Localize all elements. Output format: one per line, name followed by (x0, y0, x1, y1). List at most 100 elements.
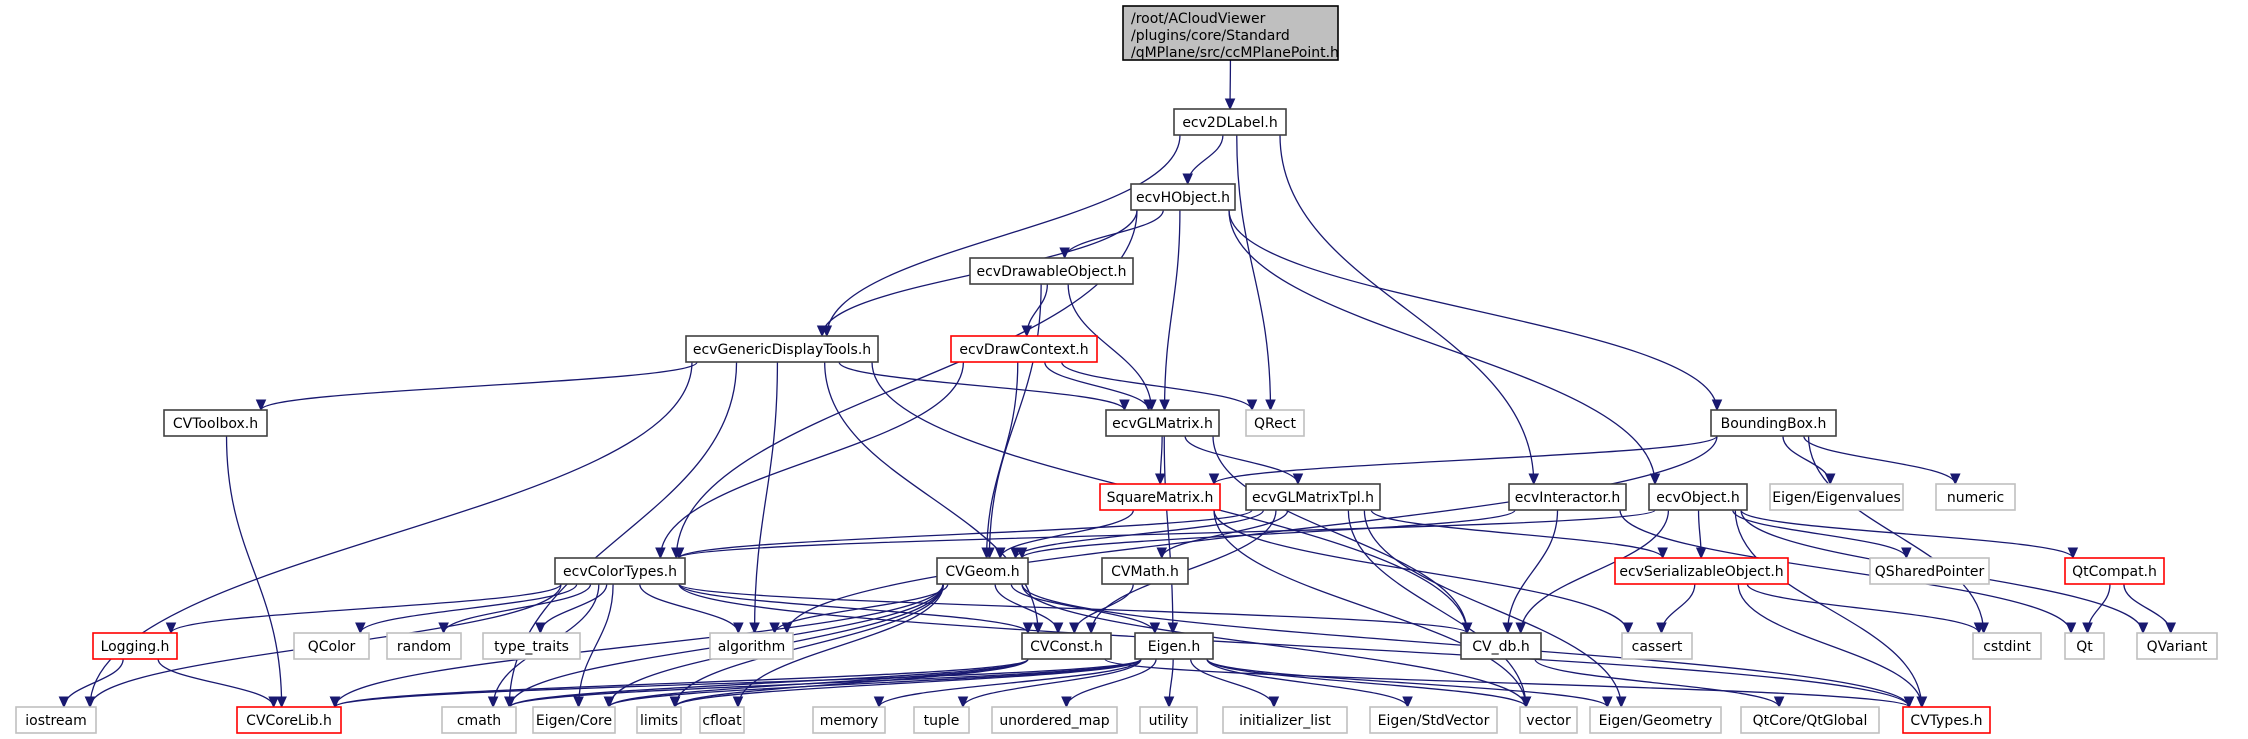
node-algorithm[interactable]: algorithm (709, 632, 794, 660)
node-box[interactable] (1614, 557, 1789, 585)
node-box[interactable] (2064, 632, 2105, 660)
node-numeric[interactable]: numeric (1935, 483, 2016, 511)
node-box[interactable] (1972, 632, 2042, 660)
node-eigen-h[interactable]: Eigen.h (1134, 632, 1214, 660)
node-box[interactable] (441, 706, 517, 734)
node-memory[interactable]: memory (812, 706, 886, 734)
node-box[interactable] (554, 557, 686, 585)
node-cvconst-h[interactable]: CVConst.h (1021, 632, 1112, 660)
node-ecvglmatrixtpl-h[interactable]: ecvGLMatrixTpl.h (1245, 483, 1381, 511)
node-box[interactable] (1589, 706, 1722, 734)
node-box[interactable] (236, 706, 342, 734)
node-logging-h[interactable]: Logging.h (92, 632, 178, 660)
node-box[interactable] (1122, 5, 1339, 61)
node-box[interactable] (1369, 706, 1498, 734)
node-initializer-list[interactable]: initializer_list (1222, 706, 1348, 734)
node-utility[interactable]: utility (1139, 706, 1198, 734)
node-box[interactable] (936, 557, 1029, 585)
node-ecvinteractor-h[interactable]: ecvInteractor.h (1508, 483, 1627, 511)
node-cstdint[interactable]: cstdint (1972, 632, 2042, 660)
node-cv-db-h[interactable]: CV_db.h (1460, 632, 1542, 660)
node-ecvdrawcontext-h[interactable]: ecvDrawContext.h (950, 335, 1098, 363)
node-box[interactable] (1519, 706, 1578, 734)
node-tuple[interactable]: tuple (913, 706, 970, 734)
node-cvgeom-h[interactable]: CVGeom.h (936, 557, 1029, 585)
node-cfloat[interactable]: cfloat (699, 706, 745, 734)
node-qmplane-src-ccmplanepoint-h[interactable]: /root/ACloudViewer/plugins/core/Standard… (1122, 5, 1339, 61)
node-box[interactable] (1173, 108, 1287, 136)
node-box[interactable] (1902, 706, 1991, 734)
node-qsharedpointer[interactable]: QSharedPointer (1869, 557, 1990, 585)
node-box[interactable] (1222, 706, 1348, 734)
node-box[interactable] (1935, 483, 2016, 511)
node-unordered-map[interactable]: unordered_map (991, 706, 1118, 734)
node-cvcorelib-h[interactable]: CVCoreLib.h (236, 706, 342, 734)
node-ecvhobject-h[interactable]: ecvHObject.h (1130, 183, 1236, 211)
node-box[interactable] (812, 706, 886, 734)
node-qcolor[interactable]: QColor (293, 632, 370, 660)
node-cassert[interactable]: cassert (1621, 632, 1693, 660)
node-box[interactable] (1621, 632, 1693, 660)
node-iostream[interactable]: iostream (15, 706, 97, 734)
node-box[interactable] (1710, 409, 1837, 437)
node-box[interactable] (163, 409, 268, 437)
node-box[interactable] (1769, 483, 1904, 511)
node-box[interactable] (1105, 409, 1220, 437)
node-box[interactable] (293, 632, 370, 660)
node-qvariant[interactable]: QVariant (2136, 632, 2218, 660)
node-box[interactable] (1508, 483, 1627, 511)
node-type-traits[interactable]: type_traits (482, 632, 581, 660)
node-box[interactable] (1740, 706, 1880, 734)
node-box[interactable] (913, 706, 970, 734)
node-box[interactable] (1139, 706, 1198, 734)
node-box[interactable] (15, 706, 97, 734)
node-qrect[interactable]: QRect (1245, 409, 1305, 437)
node-box[interactable] (636, 706, 682, 734)
node-random[interactable]: random (386, 632, 462, 660)
node-qt[interactable]: Qt (2064, 632, 2105, 660)
node-ecvobject-h[interactable]: ecvObject.h (1648, 483, 1748, 511)
node-qtcompat-h[interactable]: QtCompat.h (2064, 557, 2165, 585)
node-box[interactable] (482, 632, 581, 660)
node-box[interactable] (685, 335, 879, 363)
node-box[interactable] (1460, 632, 1542, 660)
node-box[interactable] (1021, 632, 1112, 660)
node-box[interactable] (1134, 632, 1214, 660)
node-box[interactable] (699, 706, 745, 734)
node-eigen-core[interactable]: Eigen/Core (532, 706, 616, 734)
node-eigen-eigenvalues[interactable]: Eigen/Eigenvalues (1769, 483, 1904, 511)
node-ecvserializableobject-h[interactable]: ecvSerializableObject.h (1614, 557, 1789, 585)
node-box[interactable] (1245, 409, 1305, 437)
node-cvmath-h[interactable]: CVMath.h (1101, 557, 1189, 585)
node-box[interactable] (2064, 557, 2165, 585)
node-box[interactable] (991, 706, 1118, 734)
node-box[interactable] (950, 335, 1098, 363)
node-box[interactable] (1648, 483, 1748, 511)
node-ecvdrawableobject-h[interactable]: ecvDrawableObject.h (969, 257, 1134, 285)
node-box[interactable] (92, 632, 178, 660)
node-cvtoolbox-h[interactable]: CVToolbox.h (163, 409, 268, 437)
node-box[interactable] (1869, 557, 1990, 585)
node-cvtypes-h[interactable]: CVTypes.h (1902, 706, 1991, 734)
node-box[interactable] (2136, 632, 2218, 660)
node-cmath[interactable]: cmath (441, 706, 517, 734)
node-ecvglmatrix-h[interactable]: ecvGLMatrix.h (1105, 409, 1220, 437)
node-box[interactable] (969, 257, 1134, 285)
node-qtcore-qtglobal[interactable]: QtCore/QtGlobal (1740, 706, 1880, 734)
node-limits[interactable]: limits (636, 706, 682, 734)
node-boundingbox-h[interactable]: BoundingBox.h (1710, 409, 1837, 437)
node-box[interactable] (1245, 483, 1381, 511)
node-ecvcolortypes-h[interactable]: ecvColorTypes.h (554, 557, 686, 585)
node-box[interactable] (1099, 483, 1221, 511)
node-box[interactable] (532, 706, 616, 734)
node-eigen-geometry[interactable]: Eigen/Geometry (1589, 706, 1722, 734)
node-squarematrix-h[interactable]: SquareMatrix.h (1099, 483, 1221, 511)
node-box[interactable] (1130, 183, 1236, 211)
node-eigen-stdvector[interactable]: Eigen/StdVector (1369, 706, 1498, 734)
node-vector[interactable]: vector (1519, 706, 1578, 734)
node-ecv2dlabel-h[interactable]: ecv2DLabel.h (1173, 108, 1287, 136)
node-box[interactable] (386, 632, 462, 660)
node-box[interactable] (709, 632, 794, 660)
node-box[interactable] (1101, 557, 1189, 585)
node-ecvgenericdisplaytools-h[interactable]: ecvGenericDisplayTools.h (685, 335, 879, 363)
